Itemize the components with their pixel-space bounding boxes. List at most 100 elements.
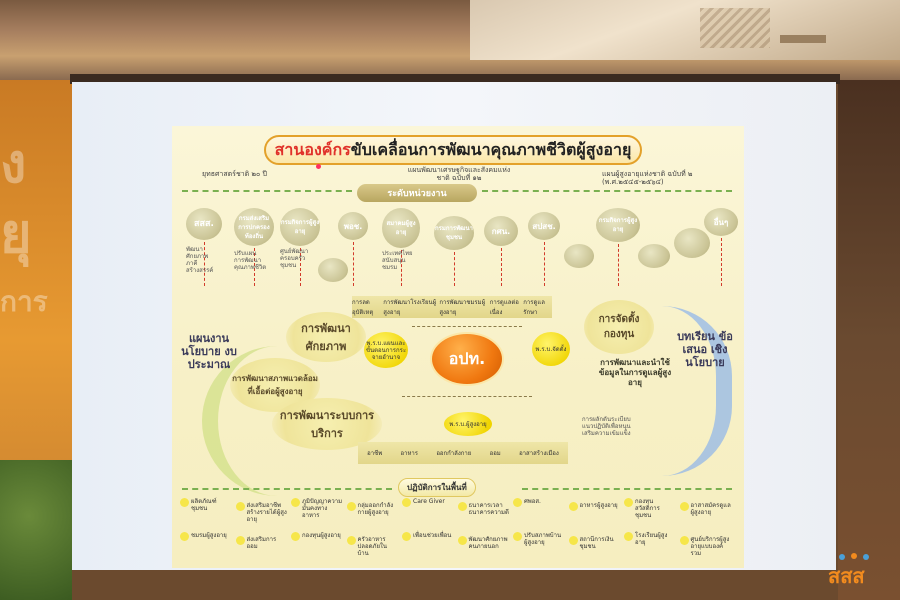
- agency-orb: กรมกิจการผู้สูงอายุ: [596, 208, 640, 242]
- left-arrow-text: แผนงาน นโยบาย งบประมาณ: [181, 332, 237, 371]
- strip-item: การพัฒนาชมรมผู้สูงอายุ: [439, 299, 486, 316]
- services-blob: การพัฒนาระบบการบริการ: [272, 398, 382, 450]
- agency-note: ปรับแผนการพัฒนาคุณภาพชีวิต: [234, 250, 267, 271]
- connector-line: [522, 488, 732, 490]
- bullet-dot-icon: [402, 498, 411, 507]
- strip-item: การดูแลต่อเนื่อง: [489, 299, 519, 316]
- bullet-dot-icon: [346, 536, 356, 545]
- area-item-label: ส่งเสริมการออม: [246, 536, 277, 550]
- bullet-dot-icon: [402, 532, 411, 541]
- area-item: ชมรมผู้สูงอายุ: [180, 532, 232, 541]
- connector-line: [482, 190, 732, 192]
- area-item: ส่งเสริมการออม: [235, 536, 288, 550]
- bullet-dot-icon: [679, 536, 689, 545]
- slide-title-accent: สานองค์กร: [274, 139, 351, 159]
- strip-item: อาสาสร้างเมือง: [519, 450, 559, 457]
- agency-orb: กรมส่งเสริมการปกครองท้องถิ่น: [234, 208, 274, 246]
- fund-blob: การจัดตั้งกองทุน: [584, 300, 654, 354]
- potential-blob: การพัฒนาศักยภาพ: [286, 312, 366, 362]
- agency-orb: กรมการพัฒนาชุมชน: [434, 216, 474, 250]
- agency-note: ประเทศไทยสนับสนุนชมรม: [382, 250, 413, 271]
- agency-connector: [544, 242, 545, 286]
- center-orb: อปท.: [430, 332, 504, 386]
- area-item-label: อาหารผู้สูงอายุ: [579, 502, 618, 509]
- area-item: ผลิตภัณฑ์ชุมชน: [180, 498, 232, 512]
- logo-figures-icon: [839, 553, 869, 560]
- bullet-dot-icon: [568, 502, 578, 511]
- activity-strip-bottom: อาชีพ อาหาร ออกกำลังกาย ออม อาสาสร้างเมื…: [358, 442, 568, 464]
- area-item: สถานีการเงินชุมชน: [568, 536, 621, 550]
- bullet-dot-icon: [235, 502, 245, 511]
- logo-text: สสส: [828, 564, 865, 588]
- agency-orb: สสส.: [186, 208, 222, 240]
- strip-item: อาชีพ: [367, 450, 383, 457]
- bullet-dot-icon: [679, 502, 689, 511]
- agency-orb: กศน.: [484, 216, 518, 246]
- activity-strip-top: การลดอุบัติเหตุ การพัฒนาโรงเรียนผู้สูงอา…: [352, 296, 552, 318]
- agency-orb: [674, 228, 710, 258]
- agency-orb: [638, 244, 670, 268]
- agency-note: พัฒนาศักยภาพภาคีสร้างสรรค์: [186, 246, 214, 274]
- area-item: อาสาสมัครดูแลผู้สูงอายุ: [679, 502, 732, 516]
- unit-level-bar: ระดับหน่วยงาน: [357, 184, 477, 202]
- area-item: ศูนย์บริการผู้สูงอายุแบบองค์รวม: [679, 536, 732, 557]
- area-item-label: เพื่อนช่วยเพื่อน: [413, 532, 452, 539]
- bullet-dot-icon: [457, 502, 467, 511]
- sponsor-logo: สสส: [828, 552, 884, 588]
- air-vent: [700, 8, 770, 48]
- bullet-dot-icon: [457, 536, 467, 545]
- agency-connector: [300, 248, 301, 286]
- agency-orb: สปสช.: [528, 212, 560, 240]
- banner-text: ูง: [0, 131, 27, 195]
- banner-text: ยุ: [0, 201, 32, 265]
- agency-connector: [454, 252, 455, 286]
- area-item: ปรับสภาพบ้านผู้สูงอายุ: [513, 532, 565, 546]
- act-plan-ball: พ.ร.บ.แผนและขั้นตอนการกระจายอำนาจ: [364, 332, 408, 368]
- strip-item: การลดอุบัติเหตุ: [352, 299, 374, 316]
- area-item: กองทุนผู้สูงอายุ: [291, 532, 343, 541]
- act-elderly-ball: พ.ร.บ.ผู้สูงอายุ: [444, 412, 492, 436]
- ceiling-panel: [470, 0, 900, 60]
- bullet-dot-icon: [180, 498, 189, 507]
- area-item-label: โรงเรียนผู้สูงอายุ: [635, 532, 668, 546]
- policy-note: การผลักดันระเบียบแนวปฏิบัติเพื่อหนุนเสริ…: [582, 416, 631, 437]
- center-connector: [402, 396, 532, 397]
- ceiling-light: [780, 35, 826, 43]
- connector-line: [182, 190, 352, 192]
- area-item: ภูมิปัญญาความมั่นคงทางอาหาร: [291, 498, 343, 519]
- agency-note: ศูนย์พัฒนาครอบครัวชุมชน: [280, 248, 309, 269]
- strip-item: ออม: [489, 450, 501, 457]
- bullet-dot-icon: [291, 532, 300, 541]
- elderly-plan-label: แผนผู้สูงอายุแห่งชาติ ฉบับที่ ๒ (พ.ศ.๒๕๔…: [602, 170, 693, 186]
- slide-title: สานองค์กร ขับเคลื่อนการพัฒนาคุณภาพชีวิตผ…: [264, 135, 642, 165]
- bullet-dot-icon: [568, 536, 578, 545]
- area-item: Care Giver: [402, 498, 454, 507]
- area-item-label: สถานีการเงินชุมชน: [579, 536, 614, 550]
- bullet-dot-icon: [180, 532, 189, 541]
- area-item-label: ศูนย์บริการผู้สูงอายุแบบองค์รวม: [690, 536, 730, 557]
- area-item-label: ครัวอาหารปลอดภัยในบ้าน: [357, 536, 388, 557]
- area-item: ศพอส.: [513, 498, 565, 507]
- bullet-dot-icon: [291, 498, 300, 507]
- projector-frame: [70, 74, 840, 84]
- agency-orb: สมาคมผู้สูงอายุ: [382, 208, 420, 248]
- area-item-label: ปรับสภาพบ้านผู้สูงอายุ: [524, 532, 562, 546]
- strip-item: การดูแลรักษา: [523, 299, 545, 316]
- area-item-label: ผลิตภัณฑ์ชุมชน: [191, 498, 217, 512]
- area-item-label: ธนาคารเวลา ธนาคารความดี: [468, 502, 509, 516]
- bullet-dot-icon: [513, 498, 522, 507]
- agency-connector: [401, 250, 402, 286]
- agency-orb: อื่นๆ: [704, 208, 738, 236]
- agency-orb: [564, 244, 594, 268]
- area-item-label: ศพอส.: [524, 498, 541, 505]
- banner-tree-image: [0, 460, 72, 600]
- act-council-ball: พ.ร.บ.จัดตั้ง: [532, 332, 570, 366]
- area-item-label: อาสาสมัครดูแลผู้สูงอายุ: [690, 502, 731, 516]
- agency-orb: กรมกิจการผู้สูงอายุ: [280, 208, 320, 246]
- bullet-dot-icon: [346, 502, 356, 511]
- area-item: อาหารผู้สูงอายุ: [568, 502, 621, 511]
- area-practice-pill: ปฏิบัติการในพื้นที่: [398, 478, 476, 497]
- area-item-label: กองทุนสวัสดิการชุมชน: [635, 498, 660, 519]
- area-item: พัฒนาศักยภาพคนภายนอก: [457, 536, 510, 550]
- agency-connector: [204, 242, 205, 286]
